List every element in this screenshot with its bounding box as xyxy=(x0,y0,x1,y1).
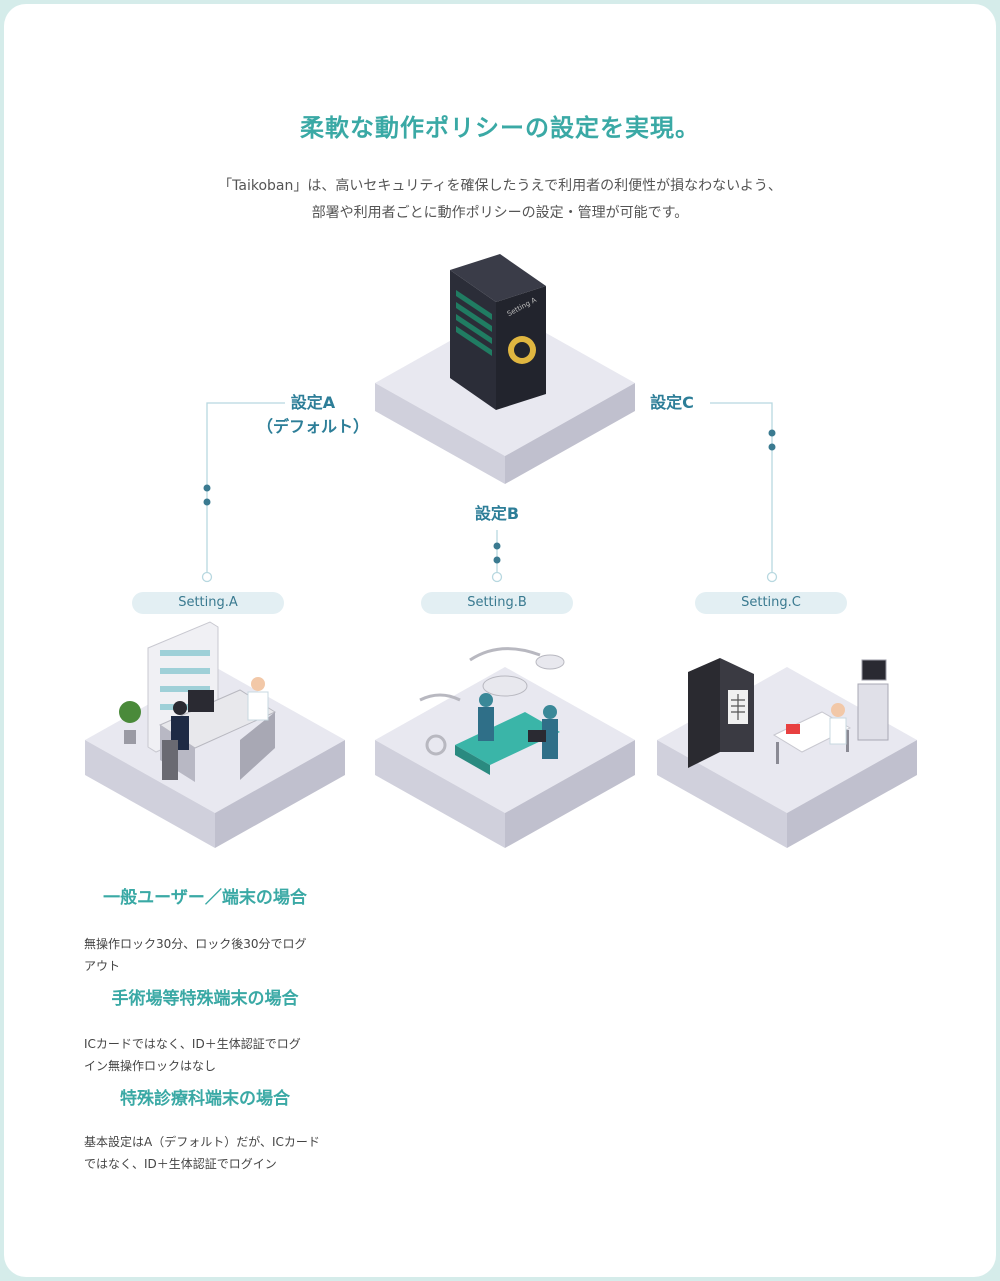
examination-room-icon xyxy=(688,658,889,768)
connector-endpoints xyxy=(201,571,778,583)
case-title-surgery: 手術場等特殊端末の場合 xyxy=(111,989,299,1009)
description: 「Taikoban」は、高いセキュリティを確保したうえで利用者の利便性が損なわな… xyxy=(0,173,1000,227)
server-rack-icon: Setting A xyxy=(450,254,546,410)
case-title-general: 一般ユーザー／端末の場合 xyxy=(103,888,307,908)
case-text-surgery-line-2: イン無操作ロックはなし xyxy=(84,1059,217,1073)
case-text-special-line-2: ではなく、ID＋生体認証でログイン xyxy=(84,1157,277,1171)
case-text-general-line-1: 無操作ロック30分、ロック後30分でログ xyxy=(84,937,307,951)
page-title: 柔軟な動作ポリシーの設定を実現。 xyxy=(300,114,700,142)
case-text-general: 無操作ロック30分、ロック後30分でログ アウト xyxy=(84,933,334,977)
case-text-general-line-2: アウト xyxy=(84,959,121,973)
case-text-special-line-1: 基本設定はA（デフォルト）だが、ICカード xyxy=(84,1135,320,1149)
description-line-2: 部署や利用者ごとに動作ポリシーの設定・管理が可能です。 xyxy=(311,205,689,221)
connector-lines xyxy=(206,402,773,572)
case-text-surgery: ICカードではなく、ID＋生体認証でログ イン無操作ロックはなし xyxy=(84,1033,334,1077)
setting-c-label: 設定C xyxy=(650,393,694,412)
description-line-1: 「Taikoban」は、高いセキュリティを確保したうえで利用者の利便性が損なわな… xyxy=(218,178,782,194)
pill-setting-a: Setting.A xyxy=(132,592,284,614)
case-title-special: 特殊診療科端末の場合 xyxy=(120,1089,290,1109)
setting-a-label: 設定A （デフォルト） xyxy=(248,391,378,439)
setting-a-title: 設定A xyxy=(290,393,336,412)
setting-b-label: 設定B xyxy=(474,504,520,523)
case-text-special: 基本設定はA（デフォルト）だが、ICカード ではなく、ID＋生体認証でログイン xyxy=(84,1131,334,1175)
connector-dots xyxy=(203,429,776,564)
operating-room-icon xyxy=(419,647,565,775)
office-scene-icon xyxy=(119,621,277,782)
pill-setting-b: Setting.B xyxy=(421,592,573,614)
case-text-surgery-line-1: ICカードではなく、ID＋生体認証でログ xyxy=(84,1037,301,1051)
pill-setting-c: Setting.C xyxy=(695,592,847,614)
setting-a-default: （デフォルト） xyxy=(256,417,369,436)
